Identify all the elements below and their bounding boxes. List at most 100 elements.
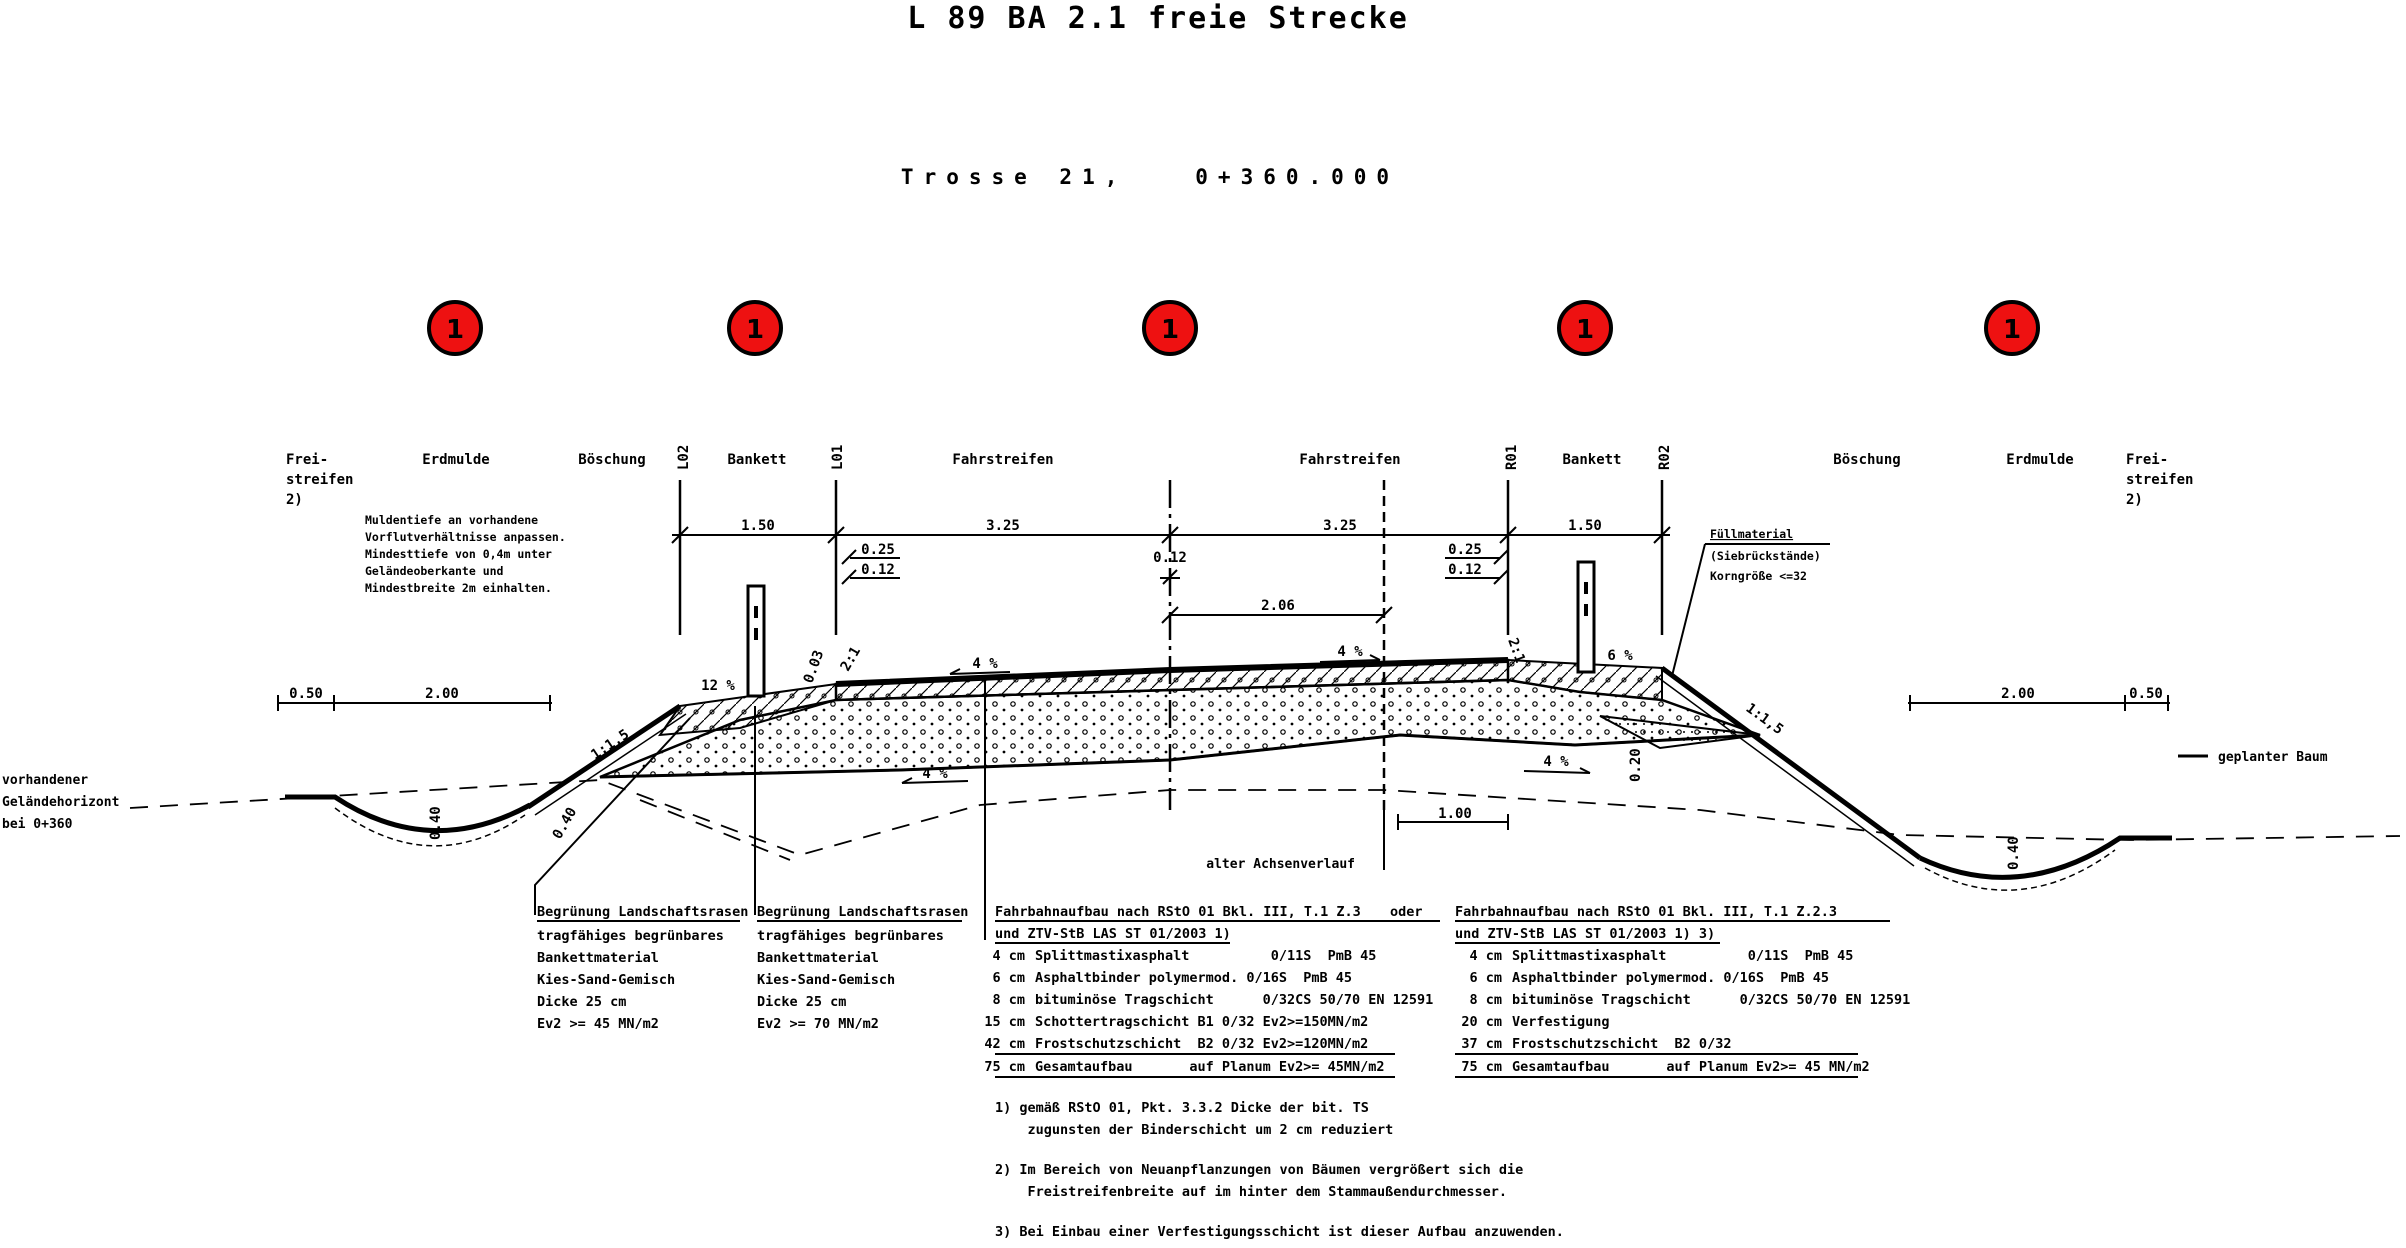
buildup-left-txt: Frostschutzschicht B2 0/32 Ev2>=120MN/m2: [1035, 1036, 1368, 1052]
buildup-left-thk: 42 cm: [984, 1036, 1025, 1052]
mulde-note-line: Geländeoberkante und: [365, 564, 504, 578]
dim-label: 1.00: [1438, 806, 1472, 822]
buildup-right-txt: Verfestigung: [1512, 1014, 1610, 1030]
buildup-left-thk: 6 cm: [992, 970, 1025, 986]
buildup-right-thk: 6 cm: [1469, 970, 1502, 986]
header-boschung-right: Böschung: [1833, 452, 1900, 468]
dim-label: 1.50: [1568, 518, 1602, 534]
header-freistreifen-right-3: 2): [2126, 492, 2143, 508]
footnote-line: Freistreifenbreite auf im hinter dem Sta…: [995, 1184, 1507, 1200]
bankett-right-line: Ev2 >= 70 MN/m2: [757, 1016, 879, 1032]
dim-label: 0.25: [1448, 542, 1482, 558]
buildup-right-txt: Frostschutzschicht B2 0/32: [1512, 1036, 1731, 1052]
bankett-right-line: Kies-Sand-Gemisch: [757, 972, 895, 988]
dim-label: 0.03: [801, 648, 828, 685]
terrain-label-line: bei 0+360: [2, 817, 73, 832]
slope-label: 6 %: [1607, 648, 1633, 664]
marker-badge-label: 1: [446, 315, 464, 345]
slope-label: 4 %: [922, 766, 948, 782]
dim-label: 3.25: [986, 518, 1020, 534]
bankett-right-title: Begrünung Landschaftsrasen: [757, 904, 968, 920]
header-r02: R02: [1657, 445, 1673, 470]
header-freistreifen-right-1: Frei-: [2126, 452, 2168, 468]
buildup-right-txt: Splittmastixasphalt 0/11S PmB 45: [1512, 948, 1853, 964]
dim-label: 0.12: [861, 562, 895, 578]
pavement-buildup-left: Fahrbahnaufbau nach RStO 01 Bkl. III, T.…: [984, 904, 1440, 1078]
slope-arrows: [901, 654, 1591, 784]
mulde-note-line: Muldentiefe an vorhandene: [365, 513, 538, 527]
dim-label: 1.50: [741, 518, 775, 534]
buildup-right-thk: 75 cm: [1461, 1059, 1502, 1075]
dim-label: 0.40: [2006, 836, 2022, 870]
dim-label: 0.25: [861, 542, 895, 558]
footnote-line: 1) gemäß RStO 01, Pkt. 3.3.2 Dicke der b…: [995, 1100, 1369, 1116]
buildup-right-thk: 20 cm: [1461, 1014, 1502, 1030]
header-bankett-left: Bankett: [727, 452, 786, 468]
drawing-title: L 89 BA 2.1 freie Strecke: [907, 1, 1409, 36]
bankett-right-line: tragfähiges begrünbares: [757, 928, 944, 944]
mulde-note: Muldentiefe an vorhandene Vorflutverhält…: [365, 513, 566, 595]
buildup-left-txt: Gesamtaufbau auf Planum Ev2>= 45MN/m2: [1035, 1059, 1385, 1075]
marker-badge: 1: [1984, 300, 2040, 356]
marker-badge: 1: [1557, 300, 1613, 356]
dimension-top: [671, 526, 1671, 544]
buildup-left-thk: 15 cm: [984, 1014, 1025, 1030]
header-erdmulde-right: Erdmulde: [2006, 452, 2073, 468]
dim-label: 0.50: [2129, 686, 2163, 702]
buildup-left-thk: 4 cm: [992, 948, 1025, 964]
buildup-right-txt: Asphaltbinder polymermod. 0/16S PmB 45: [1512, 970, 1829, 986]
header-l02: L02: [676, 445, 692, 470]
bankett-left-title: Begrünung Landschaftsrasen: [537, 904, 748, 920]
fill-note-title: Füllmaterial: [1710, 527, 1793, 541]
dim-label: 0.20: [1628, 748, 1644, 782]
bankett-text-right: Begrünung Landschaftsrasen tragfähiges b…: [757, 904, 968, 1032]
slope-label: 4 %: [972, 656, 998, 672]
embankment: [526, 665, 1922, 867]
buildup-left-txt: bituminöse Tragschicht 0/32CS 50/70 EN 1…: [1035, 992, 1433, 1008]
header-fahrstreifen-left: Fahrstreifen: [952, 452, 1053, 468]
header-l01: L01: [830, 445, 846, 470]
header-r01: R01: [1504, 445, 1520, 470]
marker-badge: 1: [727, 300, 783, 356]
fill-note-line: Korngröße <=32: [1710, 569, 1807, 583]
bankett-right-line: Dicke 25 cm: [757, 994, 846, 1010]
dim-label: 2.00: [2001, 686, 2035, 702]
buildup-left-txt: Asphaltbinder polymermod. 0/16S PmB 45: [1035, 970, 1352, 986]
dim-label: 0.12: [1153, 550, 1187, 566]
buildup-left-thk: 8 cm: [992, 992, 1025, 1008]
leader-lines: [534, 676, 986, 940]
header-boschung-left: Böschung: [578, 452, 645, 468]
guide-post-left: [746, 584, 766, 698]
marker-badge-label: 1: [1161, 315, 1179, 345]
pavement-buildup-right: Fahrbahnaufbau nach RStO 01 Bkl. III, T.…: [1455, 904, 1910, 1078]
dim-label: 3.25: [1323, 518, 1357, 534]
fill-note-line: (Siebrückstände): [1710, 549, 1821, 563]
buildup-right-thk: 37 cm: [1461, 1036, 1502, 1052]
footnote-line: 3) Bei Einbau einer Verfestigungsschicht…: [995, 1224, 1564, 1240]
dim-label: 0.50: [289, 686, 323, 702]
buildup-left-oder: oder: [1390, 904, 1423, 920]
slope-label: 12 %: [701, 678, 735, 694]
terrain-label-line: Geländehorizont: [2, 795, 119, 810]
pavement-structure: [599, 657, 1761, 779]
marker-badge-label: 1: [1576, 315, 1594, 345]
header-freistreifen-left-3: 2): [286, 492, 303, 508]
terrain-label-line: vorhandener: [2, 773, 88, 788]
buildup-left-txt: Splittmastixasphalt 0/11S PmB 45: [1035, 948, 1376, 964]
drawing-subtitle: Trosse 21, 0+360.000: [901, 165, 1399, 189]
buildup-left-title-1: Fahrbahnaufbau nach RStO 01 Bkl. III, T.…: [995, 904, 1361, 920]
buildup-right-title-1: Fahrbahnaufbau nach RStO 01 Bkl. III, T.…: [1455, 904, 1837, 920]
header-freistreifen-left-2: streifen: [286, 472, 353, 488]
mulde-note-line: Mindestbreite 2m einhalten.: [365, 581, 552, 595]
tree-legend-label: geplanter Baum: [2218, 750, 2328, 765]
marker-badge: 1: [427, 300, 483, 356]
bankett-left-line: Dicke 25 cm: [537, 994, 626, 1010]
slope-label: 4 %: [1337, 644, 1363, 660]
dim-label: 0.12: [1448, 562, 1482, 578]
header-fahrstreifen-right: Fahrstreifen: [1299, 452, 1400, 468]
dim-label: 2.00: [425, 686, 459, 702]
buildup-right-thk: 8 cm: [1469, 992, 1502, 1008]
header-freistreifen-right-2: streifen: [2126, 472, 2193, 488]
fill-material-note: Füllmaterial (Siebrückstände) Korngröße …: [1671, 527, 1830, 677]
